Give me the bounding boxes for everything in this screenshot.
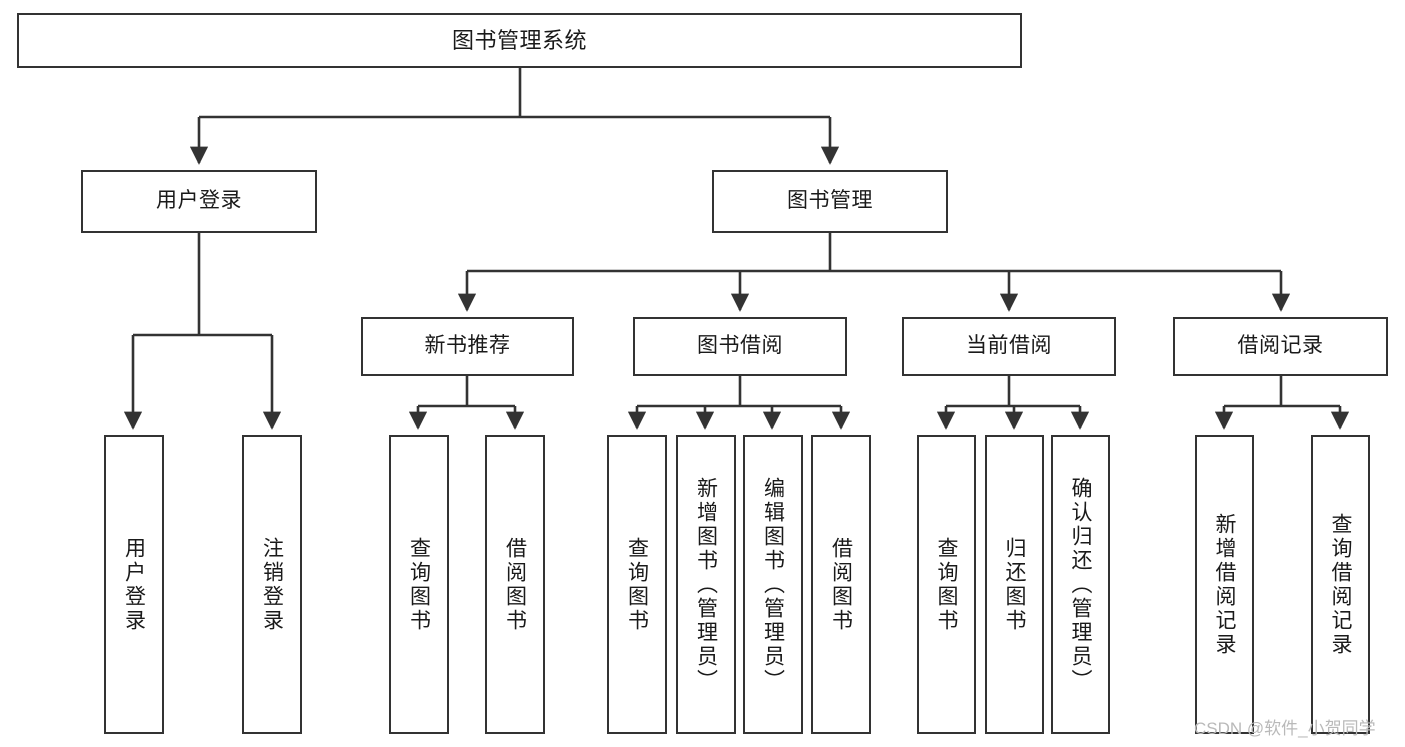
- node-book-manage-label: 图书管理: [787, 189, 873, 213]
- node-leaf-query-book-3[interactable]: 查询图书: [917, 435, 976, 734]
- node-leaf-return-book-label: 归还图书: [1003, 536, 1026, 633]
- node-leaf-user-login-label: 用户登录: [122, 536, 146, 633]
- node-leaf-borrow-book-2-label: 借阅图书: [829, 536, 853, 633]
- node-user-login-label: 用户登录: [156, 189, 242, 213]
- node-leaf-add-record-label: 新增借阅记录: [1213, 512, 1236, 657]
- node-new-book-recommend-label: 新书推荐: [424, 334, 511, 358]
- node-leaf-return-book[interactable]: 归还图书: [985, 435, 1044, 734]
- node-leaf-logout-login[interactable]: 注销登录: [242, 435, 302, 734]
- node-leaf-query-book-3-label: 查询图书: [935, 536, 958, 633]
- node-user-login[interactable]: 用户登录: [81, 170, 317, 233]
- node-leaf-add-book-label: 新增图书（管理员）: [694, 476, 718, 693]
- node-leaf-query-book-2-label: 查询图书: [625, 536, 649, 633]
- node-leaf-edit-book[interactable]: 编辑图书（管理员）: [743, 435, 803, 734]
- node-leaf-borrow-book-1[interactable]: 借阅图书: [485, 435, 545, 734]
- node-leaf-query-book-2[interactable]: 查询图书: [607, 435, 667, 734]
- node-leaf-borrow-book-1-label: 借阅图书: [503, 536, 527, 633]
- node-current-borrow-label: 当前借阅: [966, 334, 1052, 358]
- node-leaf-query-record-label: 查询借阅记录: [1329, 512, 1352, 657]
- node-book-borrow[interactable]: 图书借阅: [633, 317, 847, 376]
- node-root[interactable]: 图书管理系统: [17, 13, 1022, 68]
- node-book-manage[interactable]: 图书管理: [712, 170, 948, 233]
- node-leaf-add-record[interactable]: 新增借阅记录: [1195, 435, 1254, 734]
- node-leaf-query-book-1[interactable]: 查询图书: [389, 435, 449, 734]
- node-leaf-edit-book-label: 编辑图书（管理员）: [761, 476, 785, 693]
- node-leaf-query-book-1-label: 查询图书: [407, 536, 431, 633]
- node-leaf-add-book[interactable]: 新增图书（管理员）: [676, 435, 736, 734]
- node-root-label: 图书管理系统: [451, 27, 587, 53]
- node-leaf-user-login[interactable]: 用户登录: [104, 435, 164, 734]
- node-current-borrow[interactable]: 当前借阅: [902, 317, 1116, 376]
- node-book-borrow-label: 图书借阅: [697, 334, 783, 358]
- node-leaf-query-record[interactable]: 查询借阅记录: [1311, 435, 1370, 734]
- node-leaf-borrow-book-2[interactable]: 借阅图书: [811, 435, 871, 734]
- node-borrow-record[interactable]: 借阅记录: [1173, 317, 1388, 376]
- node-leaf-logout-login-label: 注销登录: [260, 536, 284, 633]
- node-borrow-record-label: 借阅记录: [1237, 334, 1324, 358]
- node-leaf-confirm-return[interactable]: 确认归还（管理员）: [1051, 435, 1110, 734]
- node-new-book-recommend[interactable]: 新书推荐: [361, 317, 574, 376]
- node-leaf-confirm-return-label: 确认归还（管理员）: [1069, 476, 1092, 693]
